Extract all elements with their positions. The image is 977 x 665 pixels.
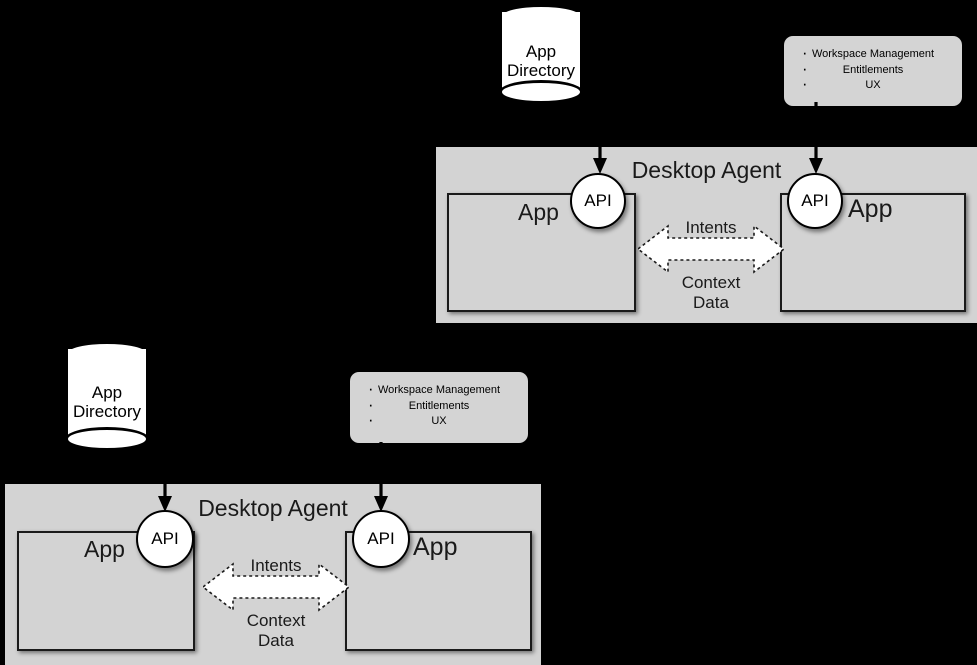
api-circle-left-label: API (584, 191, 612, 210)
context-data-label: Context Data (203, 611, 349, 651)
list-item: UX (794, 75, 952, 94)
app-box-right-label: App (413, 533, 458, 561)
app-box-left-label: App (518, 199, 559, 225)
context-data-label: Context Data (638, 273, 784, 313)
app-directory-label-line2: Directory (506, 61, 575, 81)
app-box-right (780, 193, 966, 312)
fdc3-diagram-top-right: App Directory Workspace Management Entit… (0, 0, 977, 340)
api-circle-left: API (136, 510, 194, 568)
intents-label: Intents (250, 556, 302, 575)
cylinder-top-mask (502, 12, 580, 34)
note-to-api-arrow (374, 442, 388, 512)
cylinder-bottom-ellipse (499, 80, 583, 104)
app-directory-cylinder: App Directory (65, 341, 149, 451)
directory-to-api-arrow (593, 100, 607, 174)
capabilities-note: Workspace Management Entitlements UX (784, 36, 962, 106)
app-directory-cylinder: App Directory (499, 4, 583, 104)
api-circle-left-label: API (151, 529, 179, 548)
desktop-agent-title: Desktop Agent (198, 495, 348, 521)
capabilities-list: Workspace Management Entitlements UX (360, 380, 518, 430)
app-box-left-label: App (84, 536, 125, 562)
fdc3-diagram-bottom-left: App Directory Workspace Management Entit… (0, 330, 560, 665)
api-circle-right: API (352, 510, 410, 568)
app-directory-label-line1: App (525, 42, 557, 61)
intents-context-arrow (638, 224, 784, 274)
list-item: Workspace Management (794, 44, 952, 63)
desktop-agent-title: Desktop Agent (631, 157, 782, 183)
list-item: UX (360, 411, 518, 430)
api-circle-right-label: API (801, 191, 829, 210)
api-circle-left: API (570, 173, 626, 229)
intents-label: Intents (685, 218, 737, 237)
app-directory-label-line1: App (91, 382, 123, 402)
capabilities-note: Workspace Management Entitlements UX (350, 372, 528, 443)
api-circle-right: API (787, 173, 843, 229)
context-data-label-line1: Context (246, 611, 306, 630)
note-to-api-arrow (809, 102, 823, 174)
app-directory-label: App Directory (65, 383, 149, 421)
app-box-right-label: App (848, 195, 893, 223)
context-data-label-line1: Context (681, 273, 741, 292)
app-directory-label-line2: Directory (72, 401, 141, 421)
list-item: Workspace Management (360, 380, 518, 399)
intents-context-arrow (203, 562, 349, 612)
cylinder-bottom-ellipse (65, 427, 149, 451)
directory-to-api-arrow (158, 450, 172, 512)
list-item: Entitlements (360, 396, 518, 415)
api-circle-right-label: API (367, 529, 395, 548)
cylinder-top-mask (68, 349, 146, 371)
capabilities-list: Workspace Management Entitlements UX (794, 44, 952, 94)
list-item: Entitlements (794, 60, 952, 79)
context-data-label-line2: Data (693, 293, 729, 313)
context-data-label-line2: Data (258, 631, 294, 651)
app-directory-label: App Directory (499, 42, 583, 80)
